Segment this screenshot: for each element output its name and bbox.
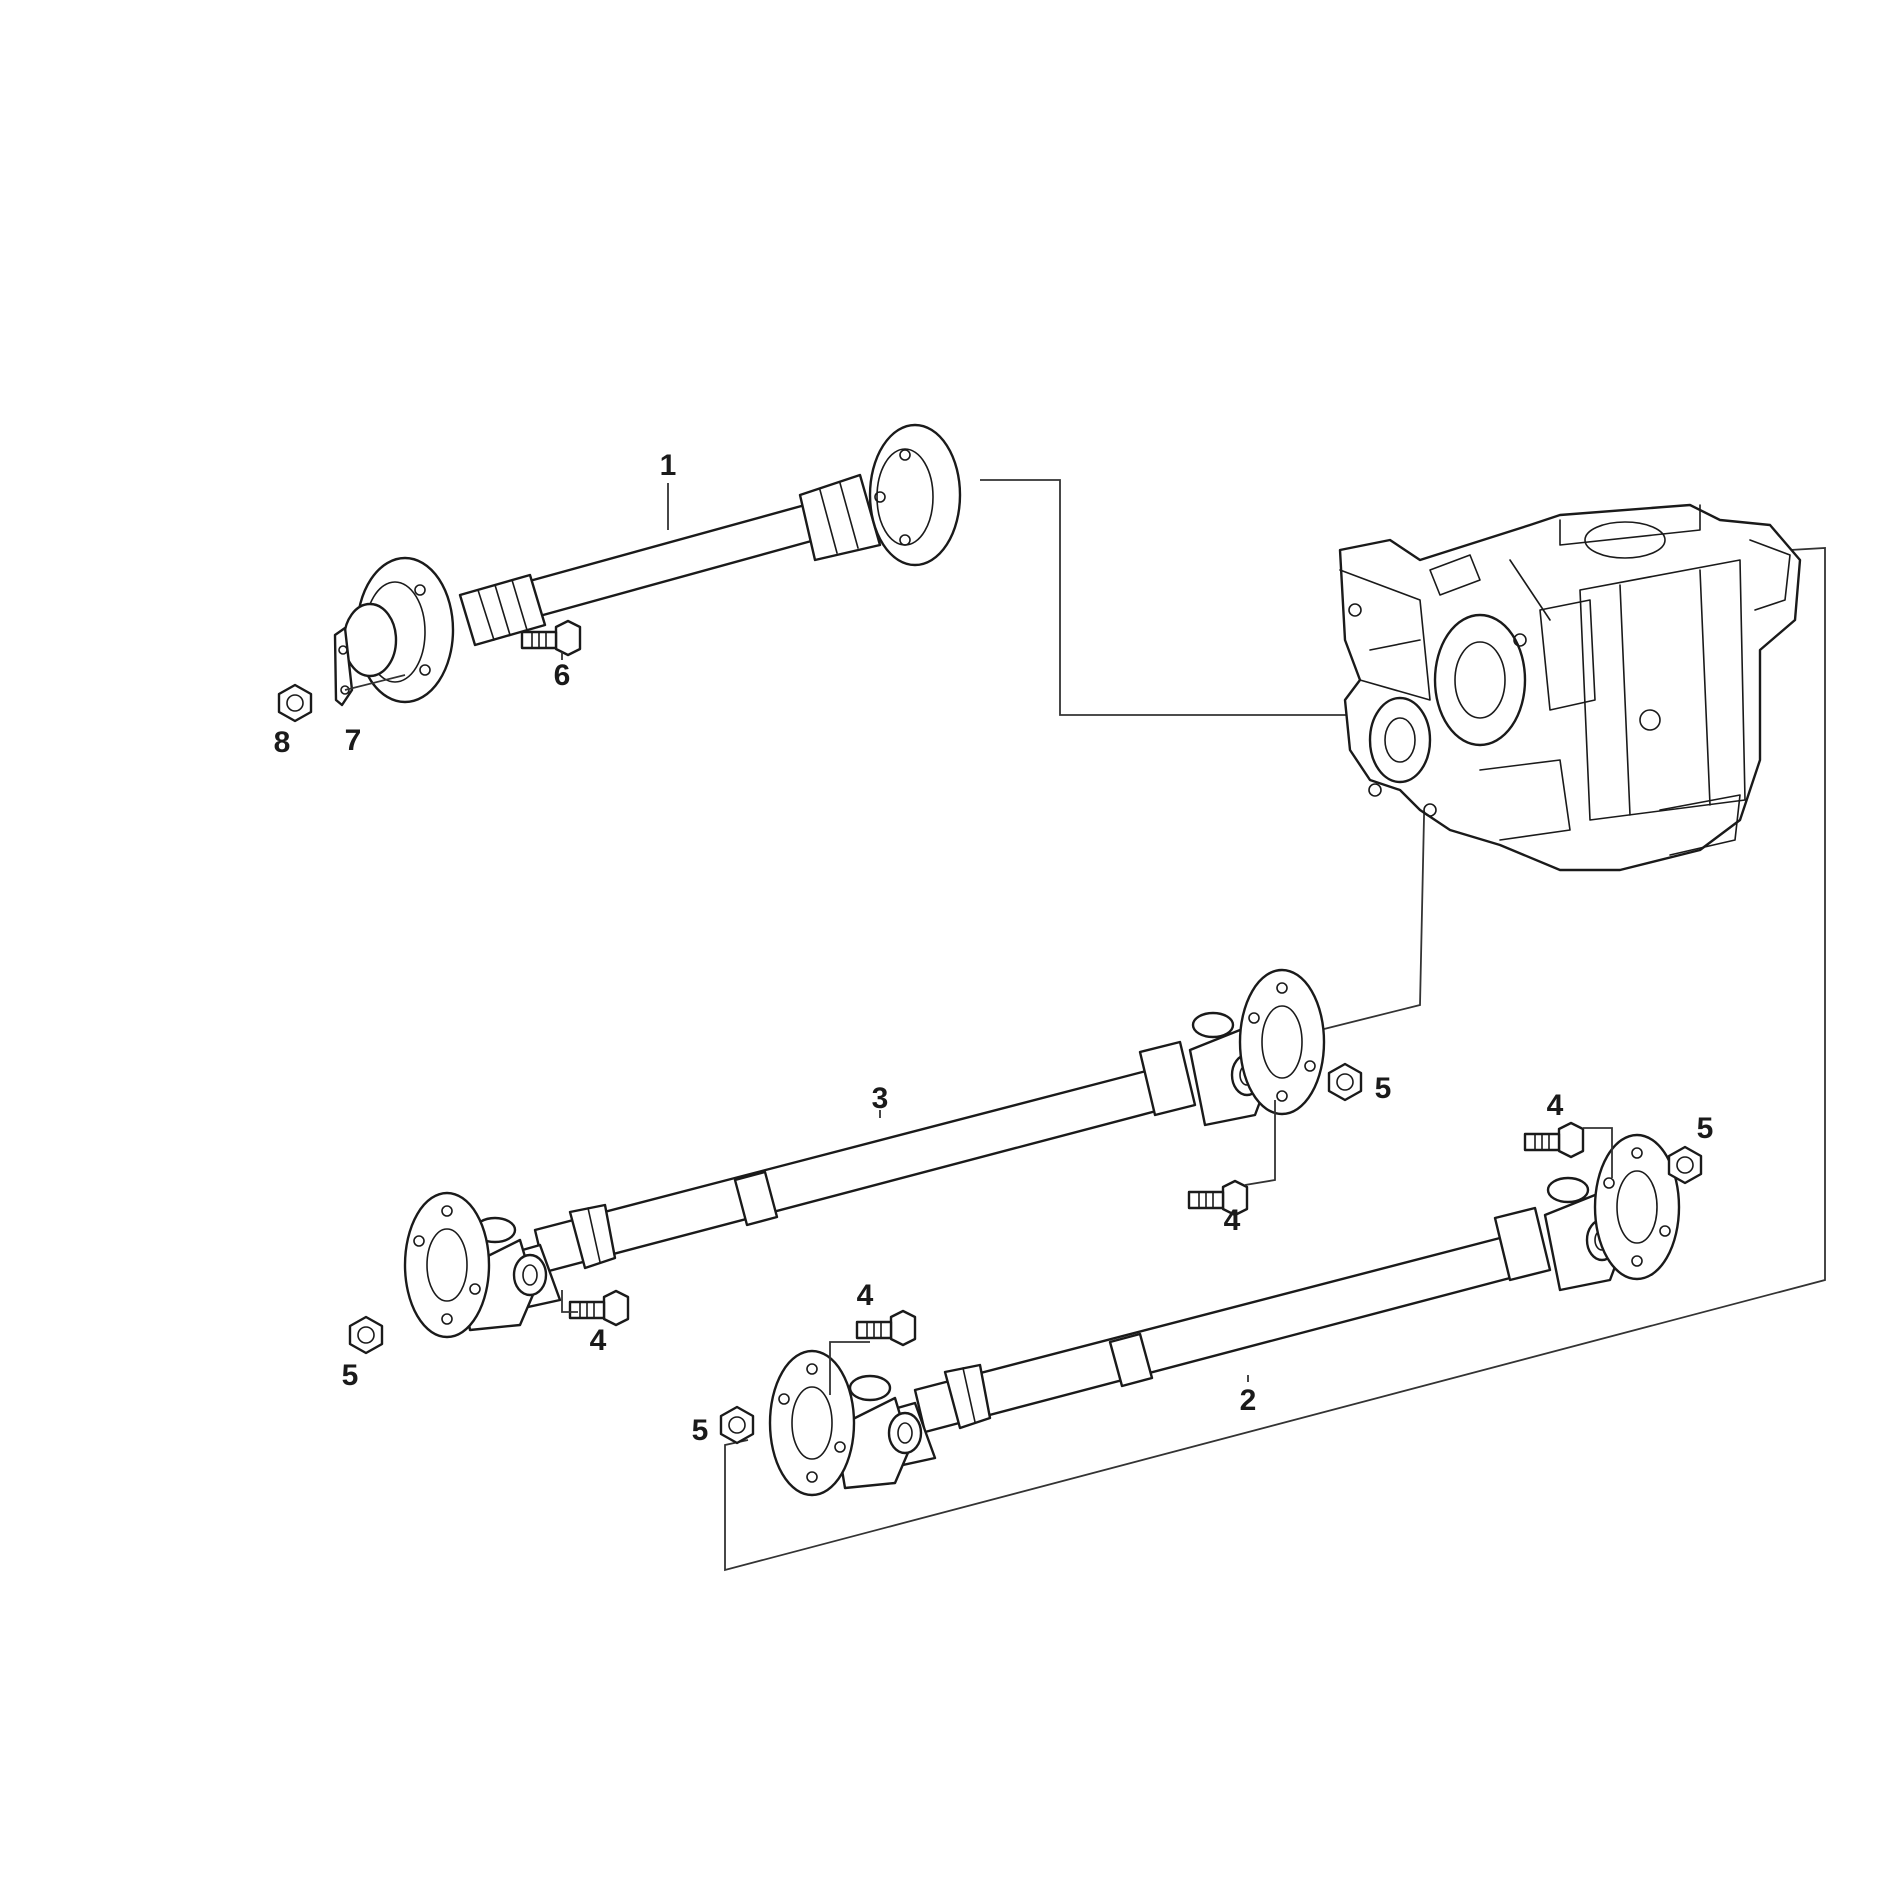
leader-4-lower-right: [1583, 1127, 1613, 1178]
callout-8: 8: [274, 726, 291, 759]
lock-plate-part-7: [333, 626, 354, 707]
callout-4-upper-left: 4: [590, 1324, 607, 1357]
nut-part-5-lower-left: [719, 1405, 755, 1445]
callout-4-lower-left: 4: [857, 1279, 874, 1312]
transfer-case-gearbox: [1338, 503, 1802, 872]
leader-gearbox-to-shaft2: [724, 547, 1826, 1572]
callout-1: 1: [660, 449, 677, 482]
callout-4-upper-right: 4: [1224, 1204, 1241, 1237]
leader-4-upper-left: [561, 1290, 578, 1313]
callout-2: 2: [1240, 1384, 1257, 1417]
bolt-part-4-lower-right: [1523, 1121, 1585, 1159]
propeller-shaft-part-3: [403, 968, 1326, 1339]
callout-5-upper-right: 5: [1375, 1072, 1392, 1105]
callout-5-upper-left: 5: [342, 1359, 359, 1392]
bolt-part-4-upper-left: [568, 1289, 630, 1327]
nut-part-5-lower-right: [1667, 1145, 1703, 1185]
nut-part-5-upper-left: [348, 1315, 384, 1355]
nut-part-8: [277, 683, 313, 723]
nut-part-5-upper-right: [1327, 1062, 1363, 1102]
leader-gearbox-to-shaft3: [1319, 769, 1426, 1031]
half-shaft-part-1: [342, 423, 962, 704]
callout-5-lower-right: 5: [1697, 1112, 1714, 1145]
callout-3: 3: [872, 1082, 889, 1115]
callout-7: 7: [345, 724, 362, 757]
callout-6: 6: [554, 659, 571, 692]
callout-4-lower-right: 4: [1547, 1089, 1564, 1122]
leader-7-to-flange: [344, 674, 406, 691]
bolt-part-4-lower-left: [855, 1309, 917, 1347]
propeller-shaft-part-2: [768, 1133, 1681, 1497]
leader-shaft1-to-gearbox: [980, 479, 1350, 716]
leader-4-lower-left: [829, 1341, 870, 1395]
callout-5-lower-left: 5: [692, 1414, 709, 1447]
leader-4-upper-right: [1244, 1100, 1276, 1186]
